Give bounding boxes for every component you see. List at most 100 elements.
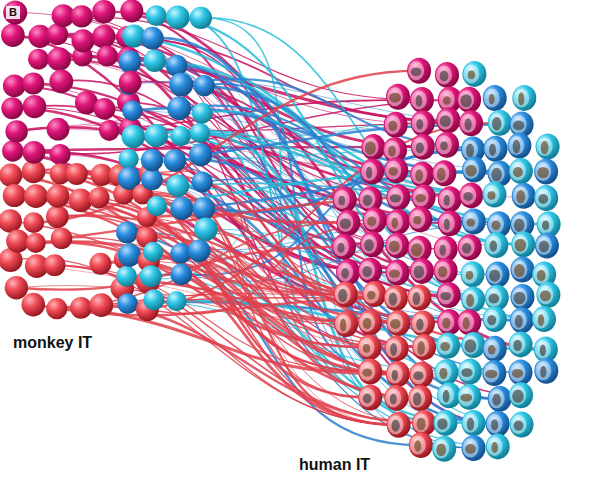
monkey-sphere	[117, 293, 138, 314]
stimulus-image	[337, 213, 353, 232]
human-disc	[462, 435, 486, 461]
stimulus-object	[512, 390, 523, 403]
stimulus-object	[363, 195, 372, 206]
human-disc	[462, 410, 486, 436]
stimulus-object	[516, 190, 525, 203]
stimulus-object	[492, 117, 501, 131]
stimulus-object	[440, 71, 449, 82]
human-disc	[336, 210, 360, 236]
monkey-sphere	[140, 265, 162, 287]
stimulus-image	[438, 386, 454, 405]
human-disc	[358, 359, 382, 385]
stimulus-object	[537, 167, 549, 178]
human-disc	[511, 231, 535, 257]
stimulus-image	[359, 388, 375, 407]
human-disc	[512, 85, 536, 111]
stimulus-image	[411, 165, 427, 184]
stimulus-image	[533, 310, 549, 329]
stimulus-object	[440, 141, 448, 150]
stimulus-object	[388, 121, 397, 131]
monkey-sphere	[70, 297, 92, 319]
monkey-sphere	[119, 71, 142, 94]
stimulus-image	[385, 388, 401, 407]
human-disc	[435, 132, 459, 158]
monkey-sphere	[166, 291, 186, 311]
stimulus-image	[433, 164, 449, 183]
stimulus-image	[386, 339, 402, 358]
stimulus-image	[487, 265, 503, 284]
stimulus-image	[334, 190, 350, 209]
stimulus-image	[513, 88, 529, 107]
stimulus-image	[510, 386, 526, 405]
stimulus-object	[466, 144, 474, 158]
human-disc	[386, 361, 410, 387]
monkey-sphere	[143, 50, 165, 72]
stimulus-object	[464, 339, 476, 352]
monkey-sphere	[23, 95, 46, 118]
human-disc	[361, 134, 385, 160]
human-disc	[459, 182, 483, 208]
stimulus-object	[468, 71, 475, 80]
monkey-sphere	[26, 233, 46, 253]
stimulus-image	[463, 414, 479, 433]
stimulus-object	[488, 191, 496, 199]
human-disc	[407, 58, 431, 84]
connection-line	[147, 123, 497, 310]
stimulus-image	[487, 414, 503, 433]
stimulus-image	[359, 190, 375, 209]
stimulus-object	[440, 115, 451, 127]
connection-line	[147, 222, 395, 314]
human-disc	[409, 362, 433, 388]
stimulus-image	[489, 389, 505, 408]
stimulus-object	[436, 443, 446, 456]
stimulus-image	[462, 336, 478, 355]
human-disc	[360, 231, 384, 257]
stimulus-image	[386, 236, 402, 255]
monkey-sphere	[46, 185, 69, 208]
monkey-sphere	[190, 123, 210, 143]
stimulus-object	[439, 368, 447, 379]
stimulus-image	[362, 138, 378, 157]
human-disc	[438, 186, 462, 212]
monkey-sphere	[23, 212, 44, 233]
connection-line	[147, 232, 394, 298]
stimulus-object	[363, 394, 372, 404]
monkey-sphere	[194, 75, 215, 96]
stimulus-image	[387, 314, 403, 333]
stimulus-object	[411, 243, 423, 256]
human-disc	[410, 87, 434, 113]
monkey-sphere	[5, 276, 28, 299]
stimulus-object	[467, 218, 476, 226]
human-disc	[410, 258, 434, 284]
monkey-sphere	[116, 266, 137, 287]
human-disc	[534, 159, 558, 185]
monkey-spheres	[0, 0, 218, 321]
stimulus-image	[483, 364, 499, 383]
stimulus-image	[435, 363, 451, 382]
stimulus-image	[359, 338, 375, 357]
stimulus-image	[411, 261, 427, 280]
connection-line	[127, 232, 419, 445]
monkey-sphere	[23, 141, 46, 164]
stimulus-object	[391, 420, 399, 432]
connection-line	[149, 258, 397, 425]
stimulus-image	[510, 335, 526, 354]
human-disc	[411, 110, 435, 136]
stimulus-image	[460, 186, 476, 205]
human-disc	[433, 410, 457, 436]
human-disc	[483, 85, 507, 111]
human-disc	[457, 384, 481, 410]
stimulus-image	[511, 311, 527, 330]
monkey-sphere	[22, 293, 46, 317]
stimulus-image	[535, 361, 551, 380]
human-disc	[386, 84, 410, 110]
stimulus-image	[485, 139, 501, 158]
monkey-sphere	[141, 169, 163, 191]
stimulus-image	[511, 115, 527, 134]
stimulus-image	[535, 340, 551, 359]
connection-line	[182, 149, 494, 211]
connection-line	[58, 196, 421, 323]
connection-line	[148, 281, 396, 323]
stimulus-object	[515, 239, 526, 252]
human-disc	[386, 310, 410, 336]
